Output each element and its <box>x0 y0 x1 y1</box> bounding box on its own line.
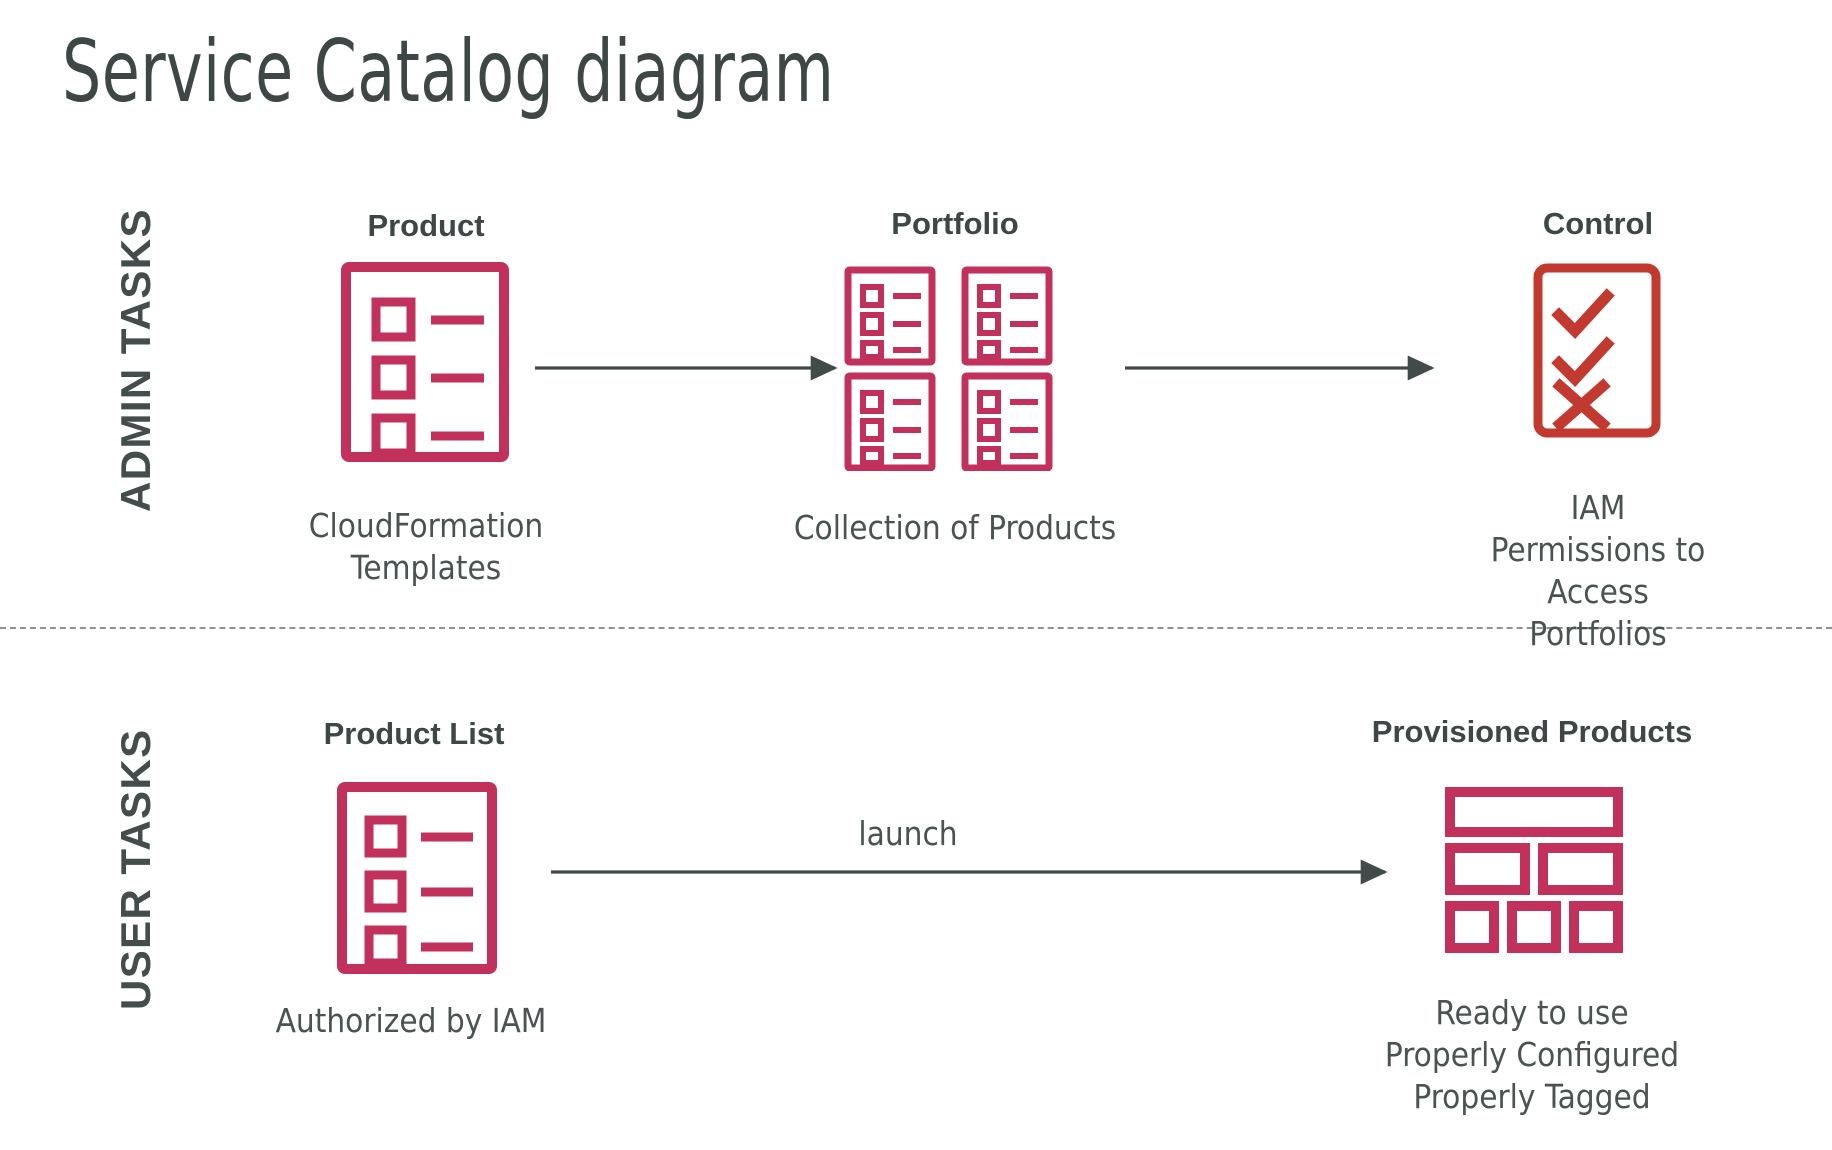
caption-product-list: Authorized by IAM <box>275 1001 547 1040</box>
checklist-control-icon <box>1533 263 1661 438</box>
section-divider <box>0 627 1832 629</box>
dashboard-blocks-icon <box>1444 786 1624 954</box>
caption-portfolio: Collection of Products <box>793 508 1117 547</box>
node-title-product-list: Product List <box>323 716 505 751</box>
page-title: Service Catalog diagram <box>62 22 835 122</box>
node-title-portfolio: Portfolio <box>891 206 1019 241</box>
product-list-icon <box>337 782 497 974</box>
band-label-user-tasks: USER TASKS <box>112 728 159 1010</box>
product-list-icon <box>341 262 509 462</box>
node-title-control: Control <box>1542 206 1654 241</box>
caption-product: CloudFormation Templates <box>308 506 544 587</box>
portfolio-grid-icon <box>843 265 1067 472</box>
caption-provisioned-products: Ready to use Properly Configured Properl… <box>1384 993 1680 1116</box>
node-title-provisioned-products: Provisioned Products <box>1371 714 1693 749</box>
band-label-admin-tasks: ADMIN TASKS <box>112 208 159 512</box>
node-title-product: Product <box>367 208 485 243</box>
connector-label-launch: launch <box>858 814 958 853</box>
caption-control: IAM Permissions to Access Portfolios <box>1490 488 1706 653</box>
